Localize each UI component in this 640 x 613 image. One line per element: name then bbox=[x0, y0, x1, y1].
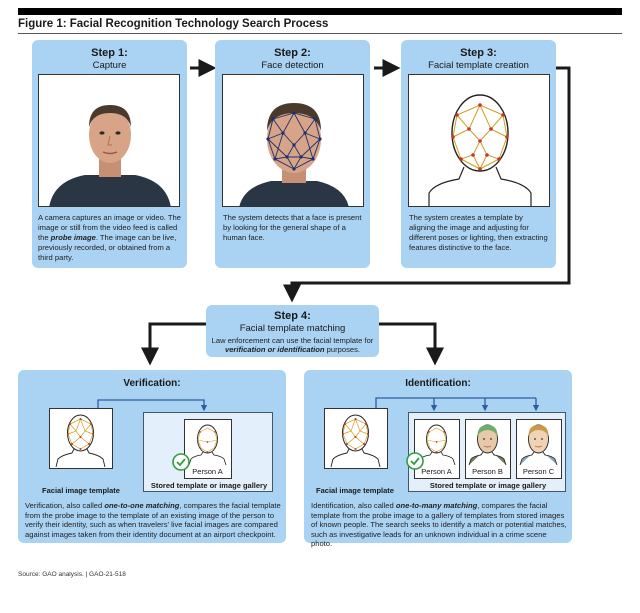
probe-photo bbox=[38, 74, 180, 207]
figure-title: Figure 1: Facial Recognition Technology … bbox=[18, 18, 329, 30]
person-c-label: Person C bbox=[522, 467, 555, 476]
person-a-card: Person A bbox=[414, 419, 460, 479]
arrow-step4-identification bbox=[379, 322, 444, 366]
person-a-label: Person A bbox=[192, 467, 223, 476]
identification-template-caption: Facial image template bbox=[316, 486, 394, 495]
step-1-desc-text-end: . The image can be live, previously reco… bbox=[38, 233, 177, 262]
step-1-desc-text: A camera captures an image or video. The… bbox=[38, 213, 181, 242]
verification-template-box bbox=[49, 408, 113, 469]
step-2-description: The system detects that a face is presen… bbox=[223, 213, 362, 242]
step-4-label: Step 4: bbox=[274, 310, 311, 322]
identification-card: Identification: Facial image template Pe… bbox=[304, 370, 572, 548]
facial-template-icon bbox=[330, 414, 381, 468]
step-1-name: Capture bbox=[92, 60, 127, 71]
header-bar bbox=[18, 8, 622, 15]
one-to-many-term: one-to-many matching bbox=[395, 501, 478, 510]
step-3-description: The system creates a template by alignin… bbox=[409, 213, 548, 252]
identification-gallery-caption: Stored template or image gallery bbox=[429, 481, 547, 490]
identification-gallery: Person A Person B Person C Stored templa… bbox=[408, 412, 566, 492]
one-to-one-term: one-to-one matching bbox=[104, 501, 180, 510]
identification-heading: Identification: bbox=[405, 378, 471, 389]
facial-template-icon bbox=[55, 414, 106, 468]
match-check-icon bbox=[406, 452, 424, 470]
facial-template-icon bbox=[417, 424, 456, 466]
step-3-name: Facial template creation bbox=[428, 60, 529, 71]
verification-desc-end: , compares the facial template from the … bbox=[25, 501, 281, 539]
step-1-label: Step 1: bbox=[91, 47, 128, 59]
face-detection-mesh-icon bbox=[223, 75, 363, 206]
person-a-card: Person A bbox=[184, 419, 232, 479]
person-portrait-icon bbox=[39, 75, 179, 206]
verification-or-identification-term: verification or identification bbox=[224, 345, 325, 354]
verification-description: Verification, also called one-to-one mat… bbox=[25, 501, 281, 539]
verification-card: Verification: Facial image template Pers… bbox=[18, 370, 286, 543]
person-b-label: Person B bbox=[472, 467, 503, 476]
verification-gallery: Person A Stored template or image galler… bbox=[143, 412, 273, 492]
step-4-desc-text: Law enforcement can use the facial templ… bbox=[211, 336, 374, 345]
person-c-card: Person C bbox=[516, 419, 562, 479]
facial-template-icon bbox=[409, 75, 549, 206]
identification-desc-text: Identification, also called bbox=[311, 501, 396, 510]
verification-desc-text: Verification, also called bbox=[25, 501, 105, 510]
identification-description: Identification, also called one-to-many … bbox=[311, 501, 567, 549]
step-2-card: Step 2: Face detection bbox=[215, 40, 370, 268]
verification-gallery-caption: Stored template or image gallery bbox=[150, 481, 268, 490]
arrow-step4-verification bbox=[141, 322, 206, 366]
step-4-name: Facial template matching bbox=[239, 323, 346, 334]
step-4-desc-end: purposes. bbox=[324, 345, 361, 354]
step-3-label: Step 3: bbox=[460, 47, 497, 59]
step-2-label: Step 2: bbox=[274, 47, 311, 59]
person-a-label: Person A bbox=[421, 467, 452, 476]
person-b-portrait-icon bbox=[468, 424, 507, 466]
step-1-card: Step 1: Capture A camera captures an ima… bbox=[32, 40, 187, 268]
header-rule bbox=[18, 33, 622, 34]
identification-desc-end: , compares the facial template from the … bbox=[311, 501, 567, 549]
detection-photo bbox=[222, 74, 364, 207]
facial-template-icon bbox=[188, 424, 227, 466]
verification-template-caption: Facial image template bbox=[42, 486, 120, 495]
source-note: Source: GAO analysis. | GAO-21-518 bbox=[18, 571, 126, 578]
identification-template-box bbox=[324, 408, 388, 469]
step-4-description: Law enforcement can use the facial templ… bbox=[210, 336, 375, 354]
person-b-card: Person B bbox=[465, 419, 511, 479]
probe-image-term: probe image bbox=[50, 233, 96, 242]
arrow-step3-step4 bbox=[283, 66, 571, 303]
template-image bbox=[408, 74, 550, 207]
step-2-name: Face detection bbox=[261, 60, 324, 71]
step-4-card: Step 4: Facial template matching Law enf… bbox=[206, 305, 379, 357]
step-1-description: A camera captures an image or video. The… bbox=[38, 213, 181, 263]
step-3-card: Step 3: Facial template creation The sys… bbox=[401, 40, 556, 268]
person-c-portrait-icon bbox=[519, 424, 558, 466]
match-check-icon bbox=[172, 453, 190, 471]
verification-heading: Verification: bbox=[123, 378, 181, 389]
